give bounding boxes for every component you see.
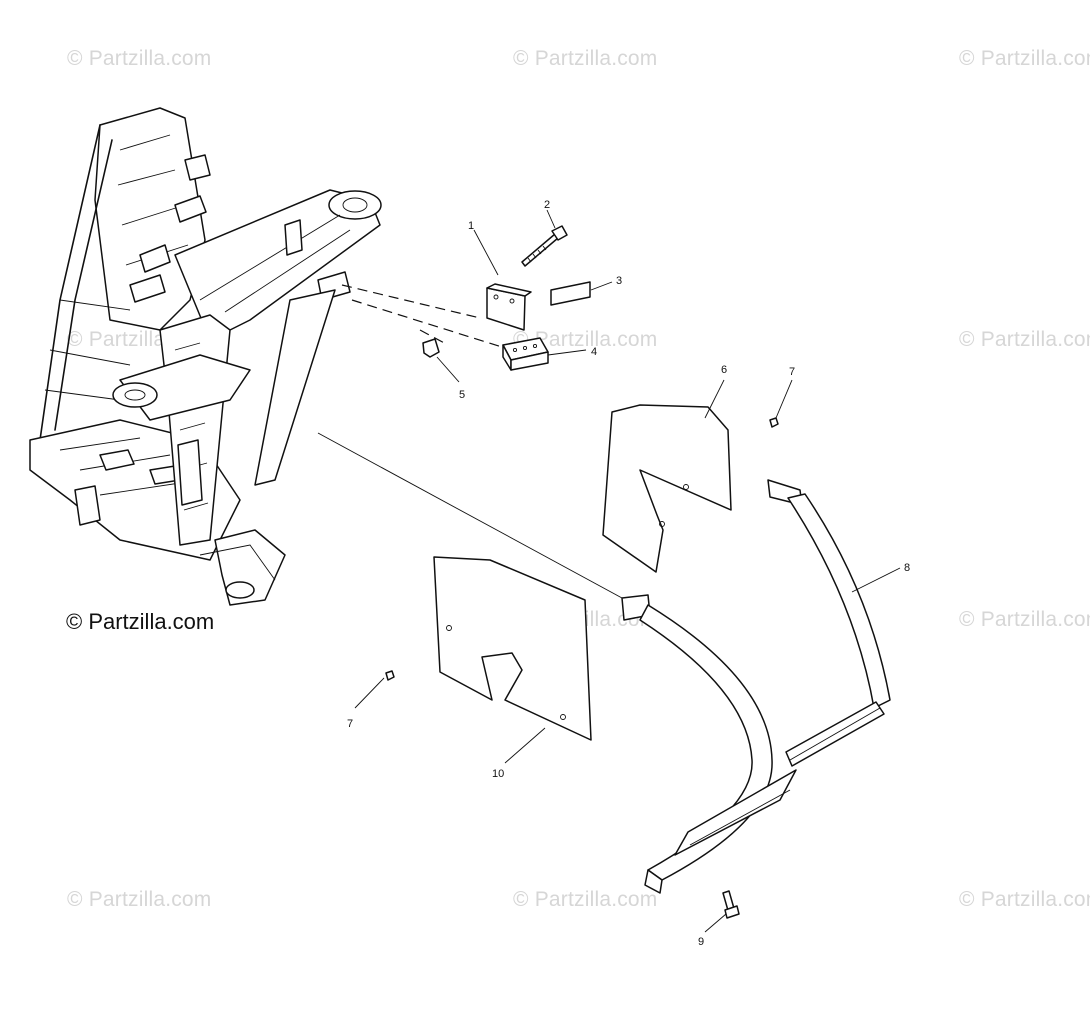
watermark: © Partzilla.com — [959, 47, 1090, 70]
callout-9: 9 — [698, 936, 704, 948]
part-1-bracket — [486, 283, 532, 331]
part-9-bolt — [722, 890, 740, 919]
credit-text: © Partzilla.com — [66, 609, 215, 634]
callout-7: 7 — [789, 366, 795, 378]
part-10-panel — [433, 556, 592, 741]
part-3-decal — [550, 281, 591, 306]
part-4-block — [502, 337, 549, 371]
watermark: © Partzilla.com — [67, 47, 212, 70]
callout-4: 4 — [591, 346, 597, 358]
watermark: © Partzilla.com — [513, 47, 658, 70]
callout-8: 8 — [904, 562, 910, 574]
part-2-bolt — [521, 225, 568, 267]
callout-1: 1 — [468, 220, 474, 232]
frame-assembly — [29, 107, 382, 606]
callout-10: 10 — [492, 768, 504, 780]
callout-7-lower: 7 — [347, 718, 353, 730]
watermark: © Partzilla.com — [513, 328, 658, 351]
part-8-bumper-lower — [621, 594, 797, 894]
callout-6: 6 — [721, 364, 727, 376]
watermark: © Partzilla.com — [67, 888, 212, 911]
watermark: © Partzilla.com — [959, 328, 1090, 351]
watermark: © Partzilla.com — [959, 888, 1090, 911]
callout-3: 3 — [616, 275, 622, 287]
watermark: © Partzilla.com — [959, 608, 1090, 631]
callout-5: 5 — [459, 389, 465, 401]
part-6-panel — [602, 404, 732, 573]
callout-leaders — [354, 209, 901, 933]
part-8-bumper — [767, 479, 891, 767]
part-7-screw-lower — [385, 670, 395, 681]
callout-2: 2 — [544, 199, 550, 211]
part-7-screw — [769, 417, 779, 428]
part-5-clip — [422, 338, 440, 358]
watermark: © Partzilla.com — [513, 888, 658, 911]
